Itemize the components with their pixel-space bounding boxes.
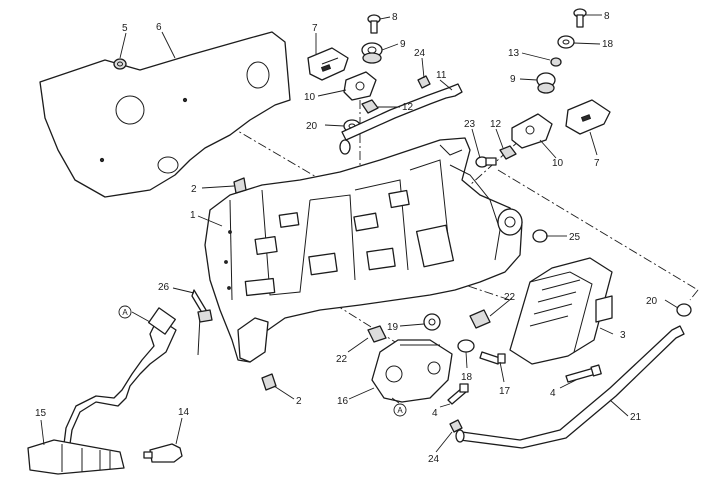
electrical-housing bbox=[204, 137, 523, 363]
cable-tie-26 bbox=[191, 289, 213, 356]
bracket-10-left bbox=[343, 71, 377, 101]
callout-11: 11 bbox=[436, 70, 447, 81]
clip-24-upper bbox=[417, 75, 431, 89]
callout-4-right: 4 bbox=[550, 388, 556, 399]
callout-1: 1 bbox=[190, 210, 196, 221]
callout-2-upper: 2 bbox=[191, 184, 197, 195]
callout-17: 17 bbox=[499, 386, 511, 397]
connector-a-left-label: A bbox=[122, 308, 128, 317]
callout-10-right: 10 bbox=[552, 158, 564, 169]
callout-8-left: 8 bbox=[392, 12, 398, 23]
grommet-20-right bbox=[676, 303, 692, 317]
bolt-8-right bbox=[573, 8, 587, 28]
callout-10-left: 10 bbox=[304, 92, 316, 103]
callout-16: 16 bbox=[337, 396, 349, 407]
callout-24-lower: 24 bbox=[428, 454, 440, 465]
breather-hose-11 bbox=[339, 83, 463, 155]
nut-22-left bbox=[367, 325, 387, 343]
spacer-13 bbox=[550, 57, 562, 67]
washer-5 bbox=[113, 58, 127, 70]
relay-7-right bbox=[565, 99, 611, 135]
callout-3: 3 bbox=[620, 330, 626, 341]
bolt-17 bbox=[479, 351, 506, 365]
clip-24-lower bbox=[449, 419, 463, 433]
callout-18-lower: 18 bbox=[461, 372, 473, 383]
callout-7-left: 7 bbox=[312, 23, 318, 34]
bracket-10-right bbox=[511, 113, 553, 149]
callout-9-right: 9 bbox=[510, 74, 516, 85]
washer-18-lower bbox=[457, 339, 475, 353]
cover-panel bbox=[39, 31, 291, 198]
connector-marker-a-right: A bbox=[393, 403, 407, 417]
callout-25: 25 bbox=[569, 232, 581, 243]
plug-25 bbox=[532, 229, 552, 243]
callout-8-right: 8 bbox=[604, 11, 610, 22]
leader-lines bbox=[40, 14, 679, 453]
connector-marker-a-left: A bbox=[118, 305, 132, 319]
bolt-4-lower bbox=[447, 383, 469, 405]
callout-22-right: 22 bbox=[504, 292, 516, 303]
washer-18-upper bbox=[557, 35, 575, 49]
callout-22-left: 22 bbox=[336, 354, 348, 365]
callout-21: 21 bbox=[630, 412, 642, 423]
drain-hose-21 bbox=[455, 325, 685, 449]
fitting-23 bbox=[475, 156, 497, 168]
clip-2-lower bbox=[261, 373, 277, 391]
regulator-16 bbox=[371, 339, 453, 403]
callout-9-left: 9 bbox=[400, 39, 406, 50]
bolt-4-right bbox=[565, 364, 602, 383]
sensor-cable-15 bbox=[27, 307, 177, 475]
callout-19: 19 bbox=[387, 322, 399, 333]
connector-a-right-label: A bbox=[397, 406, 403, 415]
callout-7-right: 7 bbox=[594, 158, 600, 169]
relay-7-left bbox=[307, 47, 349, 81]
grommet-9-left bbox=[361, 42, 383, 64]
nut-12-left bbox=[361, 99, 379, 114]
callout-24-upper: 24 bbox=[414, 48, 426, 59]
nut-22-right bbox=[469, 309, 491, 329]
callout-12-left: 12 bbox=[402, 102, 414, 113]
control-unit-3 bbox=[509, 257, 613, 365]
callout-2-lower: 2 bbox=[296, 396, 302, 407]
callout-20-left: 20 bbox=[306, 121, 318, 132]
lambda-sensor-14 bbox=[143, 443, 183, 463]
nut-12-right bbox=[499, 145, 517, 160]
callout-23: 23 bbox=[464, 119, 476, 130]
callout-14: 14 bbox=[178, 407, 190, 418]
callout-26: 26 bbox=[158, 282, 170, 293]
callout-18-upper: 18 bbox=[602, 39, 614, 50]
callout-20-right: 20 bbox=[646, 296, 658, 307]
grommet-9-right bbox=[536, 72, 556, 94]
callout-13: 13 bbox=[508, 48, 520, 59]
callout-labels: 5 6 7 8 9 24 10 11 12 20 8 18 13 9 23 12… bbox=[35, 11, 658, 465]
callout-5: 5 bbox=[122, 23, 128, 34]
clip-2-upper bbox=[233, 177, 247, 194]
grommet-19 bbox=[423, 313, 441, 331]
callout-4-lower: 4 bbox=[432, 408, 438, 419]
callout-15: 15 bbox=[35, 408, 47, 419]
callout-6: 6 bbox=[156, 22, 162, 33]
bolt-8-left bbox=[367, 14, 381, 34]
callout-12-right: 12 bbox=[490, 119, 502, 130]
